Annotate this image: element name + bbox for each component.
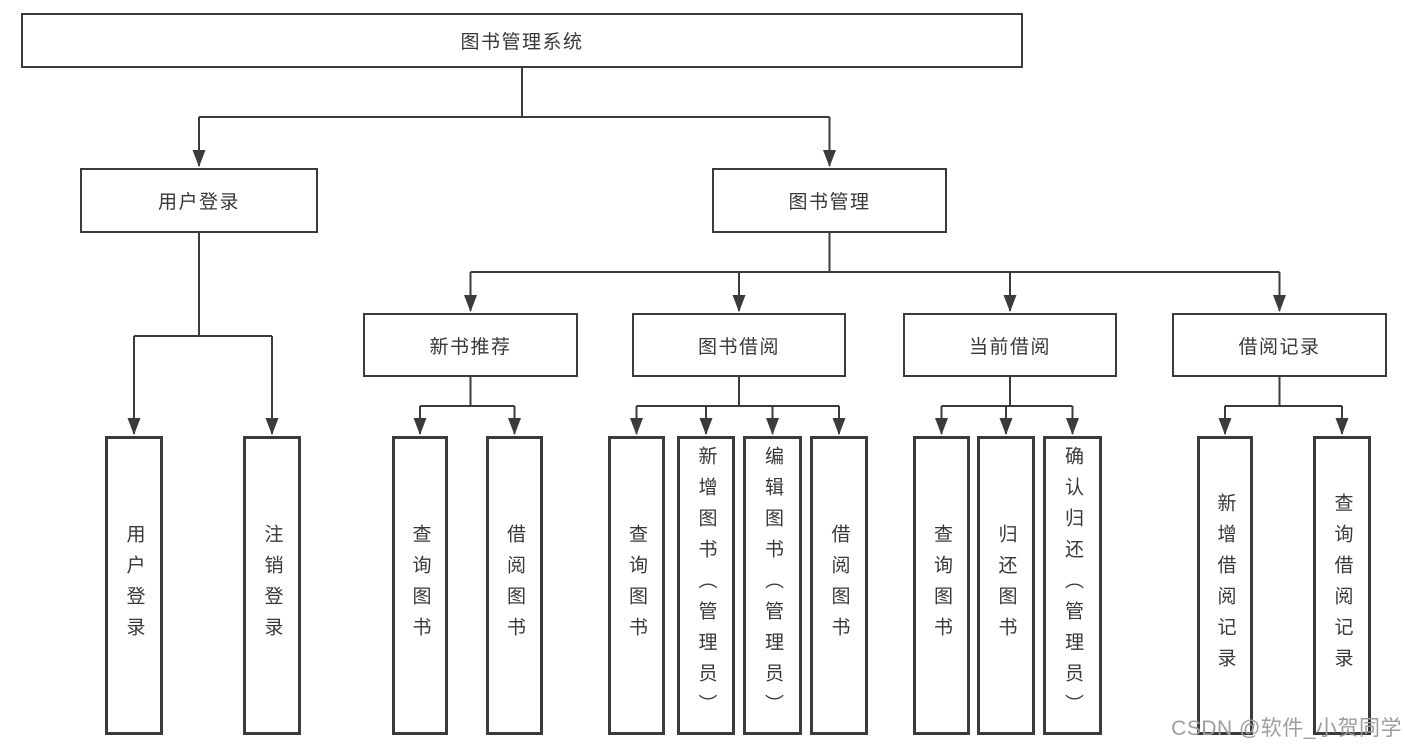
node-new-book-recommend: 新书推荐 [363, 313, 578, 377]
leaf-confirm-return-admin-label: 确认归还（管理员） [1062, 446, 1083, 725]
leaf-query-books-recommend: 查询图书 [392, 436, 448, 735]
leaf-add-borrow-record-label: 新增借阅记录 [1214, 492, 1236, 679]
leaf-query-books-borrowing: 查询图书 [608, 436, 665, 735]
leaf-borrow-books-recommend-label: 借阅图书 [504, 523, 525, 648]
leaf-edit-books-admin-label: 编辑图书（管理员） [762, 446, 783, 725]
leaf-edit-books-admin: 编辑图书（管理员） [743, 436, 802, 735]
leaf-logout: 注销登录 [243, 436, 301, 735]
leaf-query-books-current: 查询图书 [913, 436, 970, 735]
leaf-query-borrow-record-label: 查询借阅记录 [1331, 492, 1353, 679]
leaf-borrow-books-borrowing-label: 借阅图书 [828, 523, 850, 648]
node-user-login: 用户登录 [80, 168, 318, 233]
node-borrowing-records: 借阅记录 [1172, 313, 1387, 377]
leaf-confirm-return-admin: 确认归还（管理员） [1043, 436, 1102, 735]
leaf-query-books-recommend-label: 查询图书 [409, 523, 431, 648]
leaf-borrow-books-borrowing: 借阅图书 [810, 436, 868, 735]
leaf-add-borrow-record: 新增借阅记录 [1197, 436, 1253, 735]
node-book-borrowing: 图书借阅 [632, 313, 846, 377]
connector-segments [134, 68, 1342, 407]
csdn-watermark: CSDN @软件_小贺同学 [1171, 717, 1402, 740]
leaf-logout-label: 注销登录 [261, 523, 283, 648]
leaf-add-books-admin: 新增图书（管理员） [677, 436, 735, 735]
node-current-borrowing: 当前借阅 [903, 313, 1117, 377]
node-book-management: 图书管理 [712, 168, 947, 233]
leaf-user-login-label: 用户登录 [123, 523, 145, 648]
leaf-user-login: 用户登录 [105, 436, 163, 735]
leaf-return-books: 归还图书 [977, 436, 1035, 735]
leaf-add-books-admin-label: 新增图书（管理员） [695, 446, 717, 725]
leaf-borrow-books-recommend: 借阅图书 [486, 436, 543, 735]
leaf-query-books-current-label: 查询图书 [931, 523, 952, 648]
leaf-query-borrow-record: 查询借阅记录 [1313, 436, 1371, 735]
node-root-library-management-system: 图书管理系统 [21, 13, 1023, 68]
leaf-query-books-borrowing-label: 查询图书 [626, 523, 647, 648]
leaf-return-books-label: 归还图书 [995, 523, 1017, 648]
